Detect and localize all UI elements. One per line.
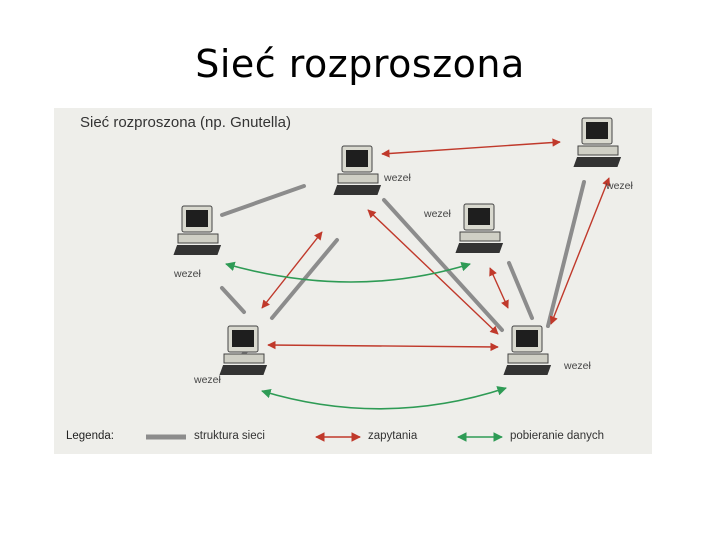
legend-title: Legenda: — [66, 430, 114, 442]
legend-queries-label: zapytania — [368, 430, 418, 442]
structure-link — [220, 184, 306, 217]
computer-node-top-center — [333, 145, 382, 195]
network-links — [146, 138, 611, 442]
query-arrow — [267, 340, 499, 352]
node-label: wezeł — [424, 208, 451, 220]
structure-link — [507, 261, 534, 320]
query-arrow — [367, 209, 499, 335]
node-label: wezeł — [564, 360, 591, 372]
query-arrow — [549, 177, 611, 325]
query-arrow — [381, 138, 561, 158]
slide-title: Sieć rozproszona — [195, 42, 525, 86]
computer-node-center-right — [455, 203, 504, 253]
download-arrow — [261, 386, 507, 410]
computer-node-bottom-right — [503, 325, 552, 375]
node-label: wezeł — [606, 180, 633, 192]
legend-structure-label: struktura sieci — [194, 430, 265, 442]
node-label: wezeł — [194, 374, 221, 386]
download-arrow — [225, 261, 471, 283]
computer-node-bottom-left — [219, 325, 268, 375]
node-label: wezeł — [174, 268, 201, 280]
query-arrow — [489, 267, 509, 309]
network-diagram: Sieć rozproszona (np. Gnutella) — [54, 108, 652, 454]
structure-link — [220, 286, 246, 314]
computer-node-top-right — [573, 117, 622, 167]
legend-download-label: pobieranie danych — [510, 430, 604, 442]
computer-node-left — [173, 205, 222, 255]
node-label: wezeł — [384, 172, 411, 184]
diagram-title: Sieć rozproszona (np. Gnutella) — [80, 114, 291, 131]
